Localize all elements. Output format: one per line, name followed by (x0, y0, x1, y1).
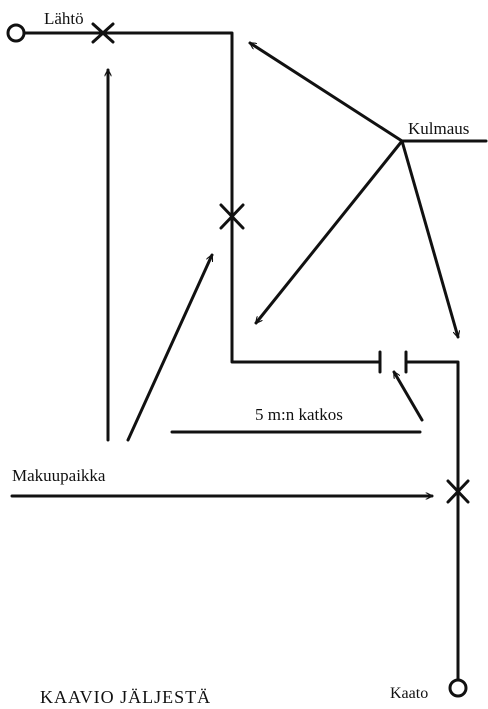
label-pause: 5 m:n katkos (255, 405, 343, 424)
diagram-caption: KAAVIO JÄLJESTÄ (40, 687, 211, 707)
arrow-bed-middle (126, 255, 214, 442)
start-circle (6, 23, 26, 43)
kill-circle (448, 678, 468, 698)
cross-mark-start (91, 22, 115, 44)
track-upper (22, 31, 382, 364)
arrow-corner-right (400, 139, 458, 337)
arrow-corner-top (250, 41, 404, 143)
arrow-pause (392, 372, 424, 422)
cross-mark-bed (446, 479, 470, 504)
label-corner: Kulmaus (408, 119, 469, 138)
arrow-corner-middle (254, 139, 404, 323)
cross-mark-middle (219, 203, 245, 230)
track-lower (404, 360, 460, 682)
label-start: Lähtö (44, 9, 84, 28)
label-bed: Makuupaikka (12, 466, 106, 485)
label-kill: Kaato (390, 685, 428, 702)
